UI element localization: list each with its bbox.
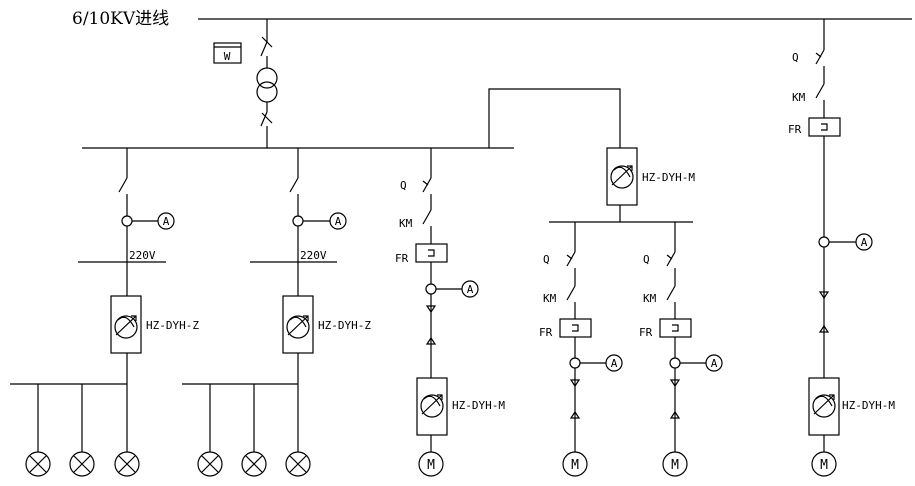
controller-label: HZ-DYH-Z <box>318 319 371 332</box>
motor-feeder-2: Q KM FR A M <box>539 222 623 477</box>
lighting-feeder-1: A 220V HZ-DYH-Z <box>10 148 199 477</box>
motor-icon <box>662 451 688 477</box>
relay-label: FR <box>639 326 653 339</box>
plug-arrow <box>569 410 581 419</box>
plug-arrow <box>669 410 681 419</box>
lamp-icon <box>285 451 311 477</box>
lamp-icon <box>241 451 267 477</box>
current-transformer <box>818 236 830 248</box>
ammeter-label: A <box>611 357 618 370</box>
breaker-label: Q <box>400 179 407 192</box>
ammeter-icon <box>157 212 175 230</box>
controller-label: HZ-DYH-Z <box>146 319 199 332</box>
transformer-primary-coil <box>256 67 278 89</box>
lamp-icon <box>114 451 140 477</box>
current-transformer <box>669 357 681 369</box>
ammeter-icon <box>461 280 479 298</box>
lamp-icon <box>25 451 51 477</box>
relay-label: FR <box>539 326 553 339</box>
breaker-label: Q <box>792 51 799 64</box>
contactor-label: KM <box>643 292 657 305</box>
wattmeter-label: W <box>224 50 231 63</box>
motor-label: M <box>671 458 679 473</box>
plug-arrow <box>818 324 830 333</box>
ammeter-icon <box>329 212 347 230</box>
motor-feeder-3: Q KM FR A M <box>639 222 723 477</box>
motor-group-controller: HZ-DYH-M <box>549 147 695 223</box>
current-transformer <box>292 215 304 227</box>
ammeter-icon <box>605 354 623 372</box>
ammeter-label: A <box>711 357 718 370</box>
breaker-label: Q <box>643 253 650 266</box>
thermal-relay <box>559 318 592 338</box>
ammeter-icon <box>705 354 723 372</box>
wattmeter-box <box>213 42 242 64</box>
plug-arrow <box>425 336 437 345</box>
controller-box <box>110 295 142 354</box>
plug-arrow <box>569 379 581 388</box>
motor-feeder-4: Q KM FR A HZ-DYH-M M <box>788 19 895 477</box>
ammeter-icon <box>855 233 873 251</box>
transformer-secondary-coil <box>256 81 278 103</box>
motor-label: M <box>427 458 435 473</box>
lamp-icon <box>197 451 223 477</box>
voltage-label: 220V <box>129 249 156 262</box>
controller-label: HZ-DYH-M <box>642 171 695 184</box>
contactor-label: KM <box>792 91 806 104</box>
current-transformer <box>121 215 133 227</box>
thermal-relay <box>808 117 841 137</box>
breaker-label: Q <box>543 253 550 266</box>
contactor-label: KM <box>399 217 413 230</box>
lighting-feeder-2: A 220V HZ-DYH-Z <box>182 148 371 477</box>
contactor-label: KM <box>543 292 557 305</box>
ammeter-label: A <box>335 215 342 228</box>
controller-label: HZ-DYH-M <box>452 399 505 412</box>
motor-label: M <box>571 458 579 473</box>
incoming-line-title: 6/10KV进线 <box>72 9 169 29</box>
motor-icon <box>418 451 444 477</box>
controller-label: HZ-DYH-M <box>842 399 895 412</box>
motor-feeder-1: Q KM FR A HZ-DYH-M M <box>395 148 505 477</box>
motor-icon <box>811 451 837 477</box>
voltage-label: 220V <box>300 249 327 262</box>
lamp-icon <box>69 451 95 477</box>
thermal-relay <box>659 318 692 338</box>
bus-tie-line <box>488 88 621 148</box>
transformer-branch: W <box>213 19 278 148</box>
relay-label: FR <box>395 252 409 265</box>
plug-arrow <box>425 305 437 314</box>
ammeter-label: A <box>163 215 170 228</box>
relay-label: FR <box>788 123 802 136</box>
plug-arrow <box>818 291 830 300</box>
ammeter-label: A <box>467 283 474 296</box>
current-transformer <box>425 283 437 295</box>
motor-label: M <box>820 458 828 473</box>
plug-arrow <box>669 379 681 388</box>
thermal-relay <box>415 243 448 263</box>
motor-icon <box>562 451 588 477</box>
controller-box <box>416 377 448 436</box>
current-transformer <box>569 357 581 369</box>
ammeter-label: A <box>861 236 868 249</box>
controller-box <box>606 147 638 206</box>
